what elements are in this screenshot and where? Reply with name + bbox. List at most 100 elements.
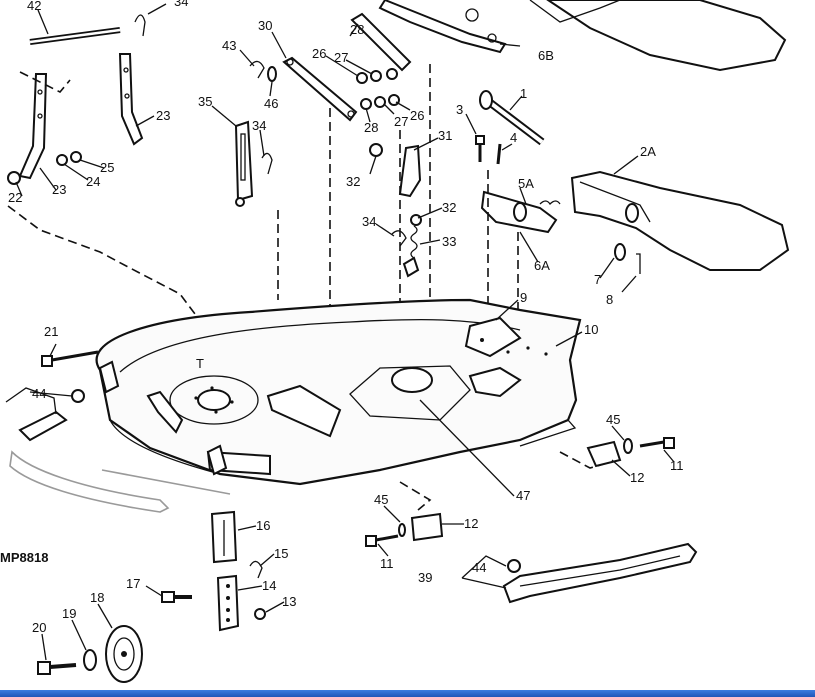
callout-30: 30 [258, 18, 272, 33]
callout-3: 3 [456, 102, 463, 117]
gauge-wheel-18 [105, 625, 143, 683]
nut-32-left [369, 143, 383, 157]
bolt-11-right [623, 437, 675, 454]
washer-46 [267, 66, 277, 82]
bracket-left-front [98, 360, 120, 394]
discharge-chute-top [529, 0, 787, 72]
pin-42 [29, 27, 121, 45]
callout-33: 33 [442, 234, 456, 249]
callout-44: 44 [472, 560, 486, 575]
callout-17: 17 [126, 576, 140, 591]
bracket-16 [210, 510, 238, 564]
mower-deck-10: Т [95, 298, 582, 486]
callout-6B: 6B [538, 48, 554, 63]
bolt-21 [41, 350, 99, 367]
callout-42: 42 [27, 0, 41, 13]
bolt-3 [475, 135, 485, 162]
callout-1: 1 [520, 86, 527, 101]
clip-34-mid [261, 152, 273, 175]
spring-33 [402, 225, 420, 278]
callout-32: 32 [442, 200, 456, 215]
link-23-left [18, 73, 48, 180]
callout-26: 26 [312, 46, 326, 61]
callout-20: 20 [32, 620, 46, 635]
callout-23: 23 [52, 182, 66, 197]
nut-13 [254, 608, 266, 620]
callout-10: 10 [584, 322, 598, 337]
callout-34: 34 [252, 118, 266, 133]
callout-7: 7 [594, 272, 601, 287]
callout-22: 22 [8, 190, 22, 205]
callout-16: 16 [256, 518, 270, 533]
bolt-17 [161, 591, 192, 603]
callout-4: 4 [510, 130, 517, 145]
callout-13: 13 [282, 594, 296, 609]
bolt-20 [37, 661, 77, 675]
clip-34-top [134, 14, 146, 37]
callout-34: 34 [174, 0, 188, 9]
callout-35: 35 [198, 94, 212, 109]
callout-labels: 42 34 23 23 22 24 25 30 28 26 27 43 46 2… [0, 0, 684, 635]
clip-15 [249, 560, 263, 579]
baffle-left [18, 410, 68, 442]
callout-11: 11 [670, 458, 684, 473]
callout-leaders [5, 3, 675, 661]
taskbar-strip [0, 690, 815, 697]
callout-6A: 6A [534, 258, 550, 273]
callout-27: 27 [334, 50, 348, 65]
callout-44: 44 [32, 386, 46, 401]
nut-44-left [71, 389, 85, 403]
pin-4 [496, 143, 502, 165]
callout-12: 12 [464, 516, 478, 531]
nut-32-right [410, 214, 422, 226]
callout-46: 46 [264, 96, 278, 111]
callout-5A: 5A [518, 176, 534, 191]
nut-44-right [507, 559, 521, 573]
callout-28: 28 [350, 22, 364, 37]
callout-28: 28 [364, 120, 378, 135]
callout-21: 21 [44, 324, 58, 339]
bracket-31 [398, 144, 422, 198]
callout-19: 19 [62, 606, 76, 621]
bracket-35 [234, 120, 254, 207]
callout-34: 34 [362, 214, 376, 229]
discharge-chute-2A [570, 170, 790, 271]
callout-14: 14 [262, 578, 276, 593]
callout-8: 8 [606, 292, 613, 307]
washer-7 [614, 243, 626, 261]
callout-12: 12 [630, 470, 644, 485]
bolt-11-lower [365, 523, 406, 547]
shaft-1 [479, 90, 545, 146]
diagram-code: MP8818 [0, 550, 48, 565]
pin-8 [636, 253, 641, 274]
callout-45: 45 [374, 492, 388, 507]
baffle-39 [502, 542, 698, 604]
callout-25: 25 [100, 160, 114, 175]
nuts-26-27-28 [356, 68, 400, 110]
callout-9: 9 [520, 290, 527, 305]
link-30 [282, 56, 358, 122]
washers-22-24-25 [7, 151, 82, 185]
svg-text:Т: Т [196, 356, 204, 371]
callout-15: 15 [274, 546, 288, 561]
hinge-6A [480, 190, 561, 234]
spacer-19 [83, 649, 97, 671]
callout-31: 31 [438, 128, 452, 143]
bumper-block-12-lower [410, 512, 444, 542]
callout-27: 27 [394, 114, 408, 129]
front-trim-faded [9, 450, 231, 513]
callout-2A: 2A [640, 144, 656, 159]
callout-23: 23 [156, 108, 170, 123]
wheel-bracket-14 [216, 574, 240, 632]
callout-45: 45 [606, 412, 620, 427]
callout-26: 26 [410, 108, 424, 123]
callout-11: 11 [380, 556, 394, 571]
callout-39: 39 [418, 570, 432, 585]
callout-32: 32 [346, 174, 360, 189]
callout-18: 18 [90, 590, 104, 605]
callout-47: 47 [516, 488, 530, 503]
link-28-top [350, 12, 412, 72]
callout-43: 43 [222, 38, 236, 53]
clip-34-low [391, 230, 407, 247]
